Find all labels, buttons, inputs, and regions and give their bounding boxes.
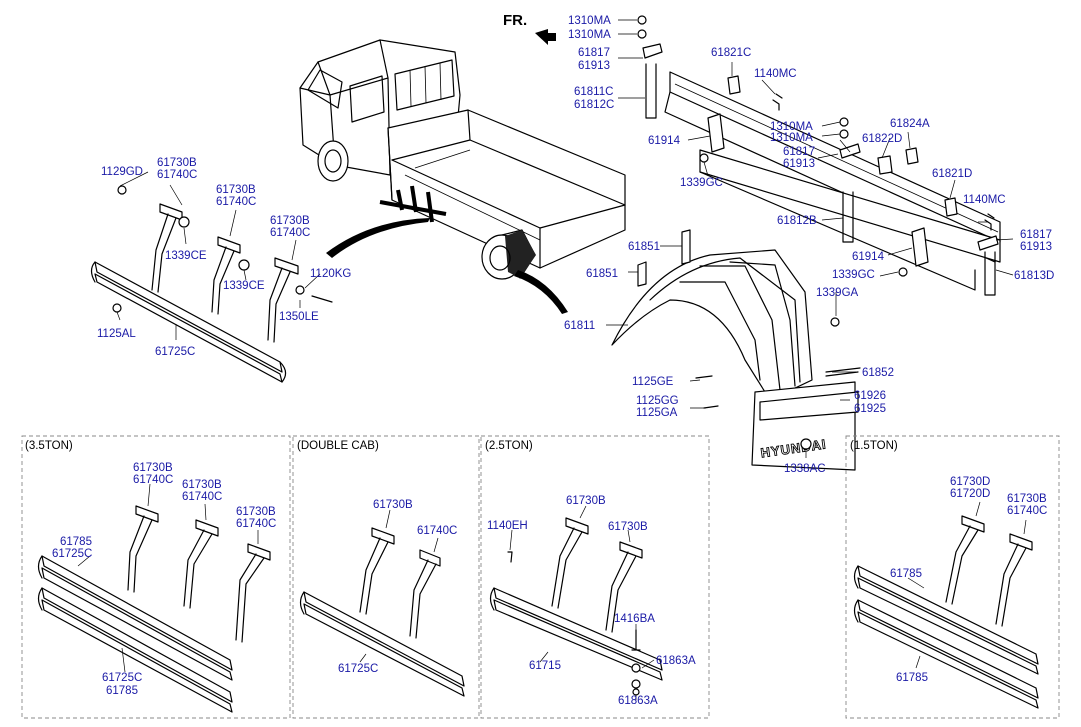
- part-labels: 1310MA 1310MA 61817 61913 61811C 61812C …: [97, 15, 1054, 475]
- part-label: 61817: [783, 146, 815, 158]
- variant-panel-double-cab: (DOUBLE CAB) 61730B 61740C 61725C: [292, 435, 480, 719]
- part-label: 61730B: [133, 462, 173, 474]
- part-label: 1339CE: [165, 250, 207, 262]
- part-label: 61730B: [566, 495, 606, 507]
- part-label: 61720D: [950, 488, 990, 500]
- variant-title: (1.5TON): [850, 440, 898, 452]
- part-label: 1125GG: [636, 395, 679, 407]
- front-direction-indicator: FR.: [503, 12, 556, 45]
- part-label: 1125GA: [636, 407, 678, 419]
- part-label: 1140MC: [963, 194, 1006, 206]
- part-label: 61730B: [157, 157, 197, 169]
- part-label: 61811: [564, 320, 595, 332]
- variant-title: (DOUBLE CAB): [297, 440, 379, 452]
- part-label: 61740C: [1007, 505, 1047, 517]
- part-label: 1140MC: [754, 68, 797, 80]
- truck-illustration: [299, 39, 626, 314]
- variant-panel-3-5ton: (3.5TON) 61730B 61740C 61730B 61740C 617…: [21, 435, 291, 719]
- part-label: 61914: [648, 135, 681, 147]
- part-label: 61785: [106, 685, 138, 697]
- part-label: 61785: [60, 536, 92, 548]
- part-label: 61730D: [950, 476, 990, 488]
- part-label: 1339CE: [223, 280, 265, 292]
- part-label: 61821C: [711, 47, 751, 59]
- part-label: 61740C: [236, 518, 276, 530]
- part-label: 1416BA: [614, 613, 655, 625]
- part-label: 61740C: [417, 525, 457, 537]
- part-label: 1310MA: [770, 121, 813, 133]
- part-label: 61730B: [182, 479, 222, 491]
- part-label: 61730B: [373, 499, 413, 511]
- part-label: 61740C: [133, 474, 173, 486]
- part-label: 61811C: [574, 86, 613, 98]
- part-label: 1339GA: [816, 287, 859, 299]
- variant-title: (3.5TON): [25, 440, 73, 452]
- part-label: 61730B: [270, 215, 310, 227]
- part-label: 61913: [578, 60, 610, 72]
- part-label: 1129GD: [101, 166, 143, 178]
- part-label: 1310MA: [770, 132, 813, 144]
- part-label: 61926: [854, 390, 886, 402]
- part-label: 61914: [852, 251, 885, 263]
- front-arrow-icon: [535, 29, 556, 45]
- part-label: 1310MA: [568, 15, 611, 27]
- part-label: 61725C: [102, 672, 142, 684]
- variant-title: (2.5TON): [485, 440, 533, 452]
- part-label: 1125AL: [97, 328, 136, 340]
- part-label: 61740C: [216, 196, 256, 208]
- part-label: 61824A: [890, 118, 930, 130]
- part-label: 61730B: [608, 521, 648, 533]
- part-label: 61730B: [1007, 493, 1047, 505]
- part-label: 61817: [578, 47, 610, 59]
- part-label: 61785: [890, 568, 922, 580]
- part-label: 1310MA: [568, 29, 611, 41]
- part-label: 61812C: [574, 99, 614, 111]
- leader-lines: [116, 19, 1014, 458]
- part-label: 61863A: [618, 695, 658, 707]
- part-label: 61821D: [932, 168, 972, 180]
- part-label: 61785: [896, 672, 928, 684]
- front-label: FR.: [503, 12, 527, 29]
- part-label: 1350LE: [279, 311, 319, 323]
- part-label: 61725C: [155, 346, 195, 358]
- part-label: 61730B: [216, 184, 256, 196]
- part-label: 1125GE: [632, 376, 674, 388]
- part-label: 1338AC: [784, 463, 826, 475]
- variant-panel-2-5ton: (2.5TON) 61730B 1140EH 61730B 1416BA 617…: [480, 435, 710, 719]
- part-label: 1339GC: [680, 177, 723, 189]
- side-guard-assembly: [90, 185, 333, 383]
- frame-rail-assembly: [637, 15, 1001, 296]
- part-label: 61813D: [1014, 270, 1054, 282]
- rear-fender-assembly: HYUNDAI: [611, 229, 861, 471]
- part-label: 61817: [1020, 229, 1052, 241]
- part-label: 61715: [529, 660, 561, 672]
- part-label: 61822D: [862, 133, 902, 145]
- part-label: 61863A: [656, 655, 696, 667]
- part-label: 61925: [854, 403, 886, 415]
- part-label: 61730B: [236, 506, 276, 518]
- part-label: 61913: [1020, 241, 1052, 253]
- part-label: 61740C: [182, 491, 222, 503]
- part-label: 61725C: [338, 663, 378, 675]
- part-label: 61725C: [52, 548, 92, 560]
- part-label: 1140EH: [487, 520, 528, 532]
- part-label: 1339GC: [832, 269, 875, 281]
- part-label: 61852: [862, 367, 894, 379]
- part-label: 61851: [586, 268, 618, 280]
- part-label: 61812B: [777, 215, 817, 227]
- part-label: 61913: [783, 158, 815, 170]
- part-label: 61740C: [270, 227, 310, 239]
- part-label: 61740C: [157, 169, 197, 181]
- part-label: 1120KG: [310, 268, 351, 280]
- variant-panel-1-5ton: (1.5TON) 61730D 61720D 61730B 61740C 617…: [845, 435, 1060, 719]
- part-label: 61851: [628, 241, 660, 253]
